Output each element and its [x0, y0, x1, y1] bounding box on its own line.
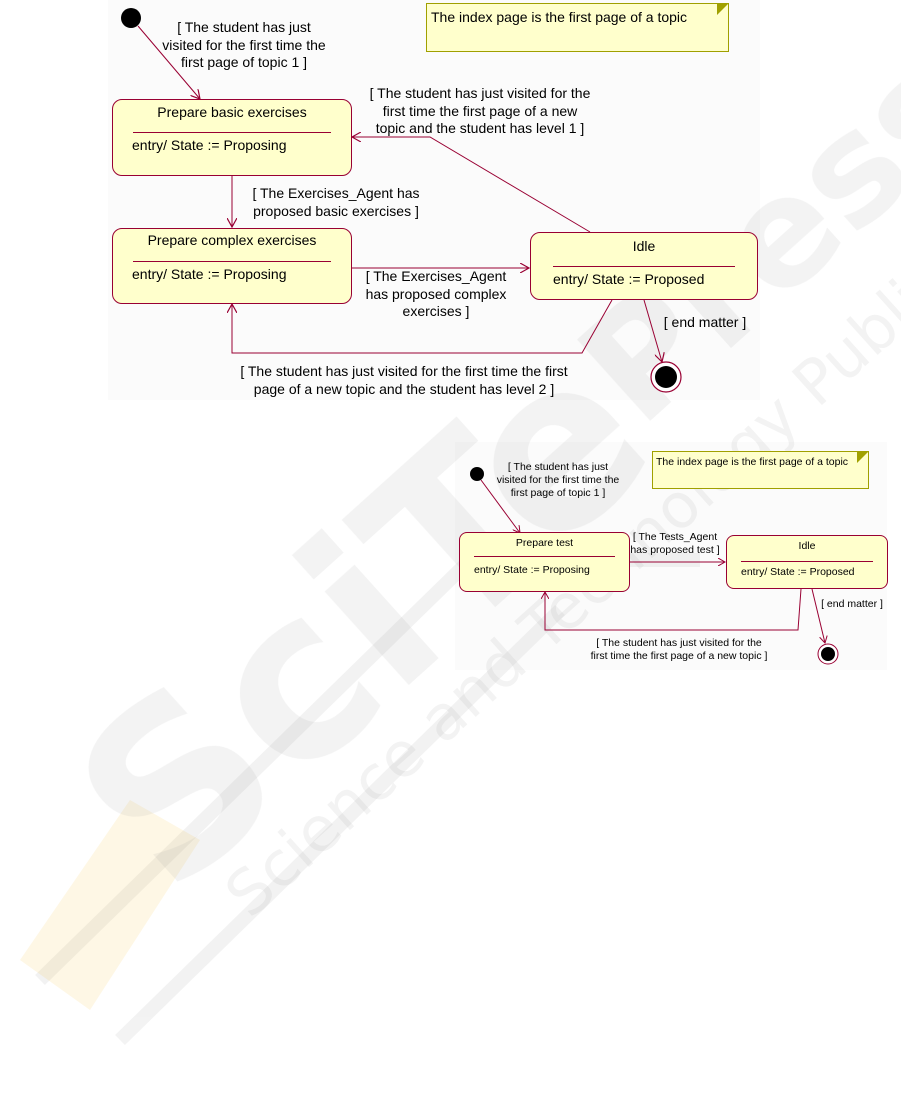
- guard-idle-to-complex: [ The student has just visited for the f…: [240, 363, 568, 397]
- state-name: Idle: [632, 238, 656, 254]
- state-name: Prepare basic exercises: [157, 104, 307, 120]
- state-entry-action: entry/ State := Proposing: [474, 564, 590, 576]
- initial-node: [121, 8, 141, 28]
- transition-start-to-basic: [137, 25, 200, 99]
- guard-idle-to-end-2: [ end matter ]: [821, 598, 883, 610]
- state-entry-action: entry/ State := Proposing: [132, 266, 287, 282]
- state-prepare-complex-exercises[interactable]: Prepare complex exercises entry/ State :…: [112, 228, 352, 304]
- note-text: The index page is the first page of a to…: [656, 456, 849, 468]
- transition-idle-to-test: [545, 588, 802, 631]
- transition-idle-to-basic: [352, 137, 591, 233]
- guard-complex-to-idle: [ The Exercises_Agent has proposed compl…: [365, 268, 507, 319]
- state-entry-action: entry/ State := Proposing: [132, 137, 287, 153]
- state-name: Idle: [798, 540, 816, 552]
- state-name: Prepare test: [515, 537, 574, 549]
- state-name: Prepare complex exercises: [147, 232, 317, 248]
- state-prepare-test[interactable]: Prepare test entry/ State := Proposing: [459, 532, 630, 592]
- note-index-page-2: The index page is the first page of a to…: [652, 451, 869, 489]
- state-entry-action: entry/ State := Proposed: [741, 566, 855, 578]
- transition-idle-to-end: [643, 299, 662, 362]
- state-idle-2[interactable]: Idle entry/ State := Proposed: [726, 535, 888, 589]
- guard-start-to-basic: [ The student has just visited for the f…: [162, 19, 326, 70]
- note-index-page: The index page is the first page of a to…: [426, 3, 729, 52]
- guard-idle-to-end: [ end matter ]: [663, 314, 747, 330]
- guard-idle-to-test: [ The student has just visited for the f…: [590, 637, 768, 663]
- diagram-1-background: [108, 0, 760, 400]
- transition-idle-to-complex: [232, 299, 613, 354]
- guard-idle-to-basic: [ The student has just visited for the f…: [369, 85, 591, 136]
- guard-test-to-idle: [ The Tests_Agent has proposed test ]: [630, 531, 720, 557]
- initial-node: [470, 467, 484, 481]
- guard-basic-to-complex: [ The Exercises_Agent has proposed basic…: [252, 185, 420, 219]
- state-idle[interactable]: Idle entry/ State := Proposed: [530, 232, 758, 300]
- guard-start-to-test: [ The student has just visited for the f…: [496, 461, 620, 500]
- transition-start-to-test: [480, 479, 520, 533]
- state-entry-action: entry/ State := Proposed: [553, 271, 705, 287]
- state-prepare-basic-exercises[interactable]: Prepare basic exercises entry/ State := …: [112, 99, 352, 176]
- transition-idle-to-end: [811, 588, 825, 643]
- note-text: The index page is the first page of a to…: [431, 9, 688, 25]
